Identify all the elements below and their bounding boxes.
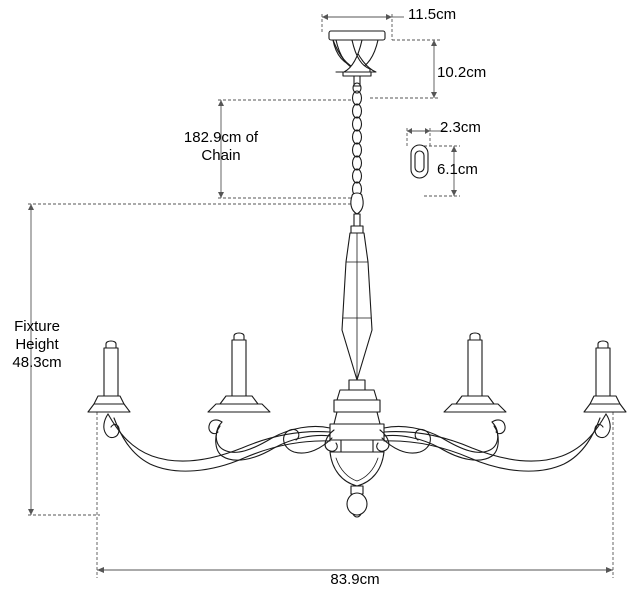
candle-left-outer: [87, 340, 131, 413]
arm-right-outer: [383, 413, 611, 472]
center-body: [329, 423, 385, 441]
hub-upper: [336, 389, 378, 401]
chain: [351, 90, 363, 197]
label-canopy-width: 11.5cm: [408, 6, 457, 23]
ceiling-plate: [328, 30, 386, 41]
dimension-lines-group: [28, 14, 614, 578]
center-scrollwork: [324, 429, 390, 452]
finial-ball: [346, 492, 368, 516]
chandelier-outline: [87, 30, 627, 518]
arm-right-inner: [381, 419, 506, 461]
label-chain-length: 182.9cm of Chain: [183, 129, 259, 164]
candle-right-inner: [443, 332, 507, 413]
hanger-knob: [350, 192, 364, 215]
label-link-height: 6.1cm: [437, 161, 478, 178]
top-loop: [352, 82, 362, 94]
arm-left-inner: [208, 419, 333, 461]
arm-left-outer: [103, 413, 331, 472]
label-fixture-height: Fixture Height 48.3cm: [12, 318, 62, 371]
label-canopy-drop: 10.2cm: [437, 64, 487, 81]
label-link-width: 2.3cm: [440, 119, 481, 136]
candle-right-outer: [583, 340, 627, 413]
label-overall-width: 83.9cm: [330, 571, 380, 588]
canopy-collar: [342, 71, 372, 77]
candle-left-inner: [207, 332, 271, 413]
hub-band: [333, 399, 381, 413]
chain-link-callout: [410, 144, 429, 179]
